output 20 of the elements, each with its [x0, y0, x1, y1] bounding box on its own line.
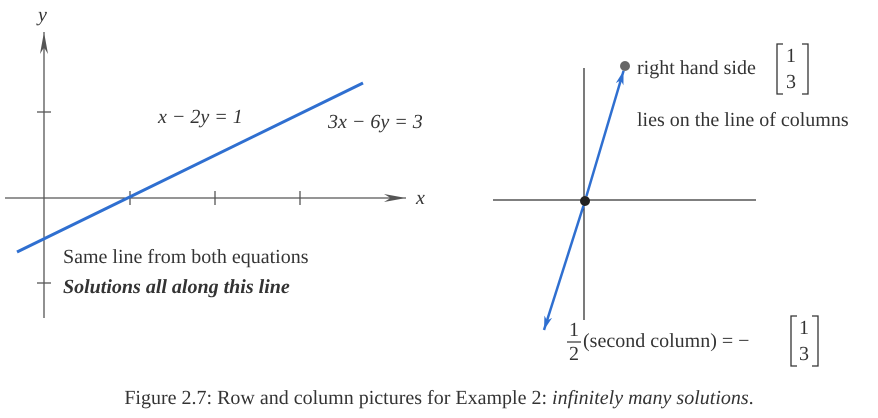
figure-caption: Figure 2.7: Row and column pictures for Example 2: infinitely many solutions.	[124, 387, 754, 409]
annotation-text: Same line from both equations	[63, 246, 309, 268]
equation-label: 3x − 6y = 3	[328, 111, 423, 133]
matrix-entry: 3	[786, 71, 796, 93]
annotation-text: (second column) = −	[583, 330, 750, 352]
point-dot	[620, 61, 630, 71]
origin-dot	[580, 196, 590, 206]
annotation-text: right hand side	[637, 57, 756, 79]
annotation-text: lies on the line of columns	[637, 109, 849, 131]
annotation-text: Solutions all along this line	[63, 276, 290, 298]
axis-label: x	[416, 187, 425, 209]
matrix-entry: 3	[799, 343, 809, 365]
axis-label: y	[38, 4, 47, 26]
equation-label: x − 2y = 1	[158, 106, 243, 128]
fraction-denominator: 2	[569, 343, 579, 365]
arrow	[542, 205, 585, 330]
matrix-entry: 1	[799, 317, 809, 339]
arrow	[585, 70, 625, 197]
matrix-entry: 1	[786, 45, 796, 67]
fraction-numerator: 1	[569, 319, 579, 341]
